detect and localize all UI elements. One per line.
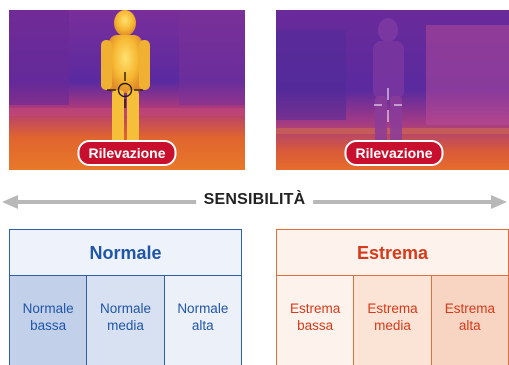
sensitivity-axis: SENSIBILITÀ: [0, 188, 509, 216]
sensitivity-label: SENSIBILITÀ: [195, 191, 314, 209]
level-label: Normale: [177, 301, 229, 316]
level-sublabel: alta: [191, 318, 214, 333]
level-sublabel: bassa: [30, 318, 67, 333]
level-sublabel: alta: [458, 318, 481, 333]
detection-badge-right: Rilevazione: [344, 140, 444, 166]
group-title-normale: Normale: [10, 230, 241, 276]
level-normale-alta: Normale alta: [164, 276, 241, 365]
level-label: Normale: [22, 301, 74, 316]
level-label: Estrema: [290, 301, 341, 316]
level-sublabel: media: [374, 318, 411, 333]
level-normale-bassa: Normale bassa: [10, 276, 88, 365]
crosshair-icon: [374, 88, 402, 122]
sensitivity-group-normale: Normale Normale bassa Normale media Normal…: [9, 229, 242, 365]
thermal-image-left: Rilevazione: [9, 10, 245, 170]
level-estrema-bassa: Estrema bassa: [277, 276, 355, 365]
sensitivity-group-estrema: Estrema Estrema bassa Estrema media Estrem…: [276, 229, 509, 365]
level-label: Estrema: [444, 301, 495, 316]
level-sublabel: bassa: [297, 318, 334, 333]
level-estrema-media: Estrema media: [354, 276, 432, 365]
level-estrema-alta: Estrema alta: [431, 276, 508, 365]
level-normale-media: Normale media: [87, 276, 165, 365]
level-label: Normale: [99, 301, 151, 316]
thermal-image-right: Rilevazione: [276, 10, 509, 170]
thermal-scene-left: [9, 10, 245, 170]
level-sublabel: media: [107, 318, 144, 333]
level-label: Estrema: [367, 301, 418, 316]
detection-badge-left: Rilevazione: [77, 140, 177, 166]
crosshair-icon: [107, 72, 143, 108]
group-title-estrema: Estrema: [277, 230, 508, 276]
